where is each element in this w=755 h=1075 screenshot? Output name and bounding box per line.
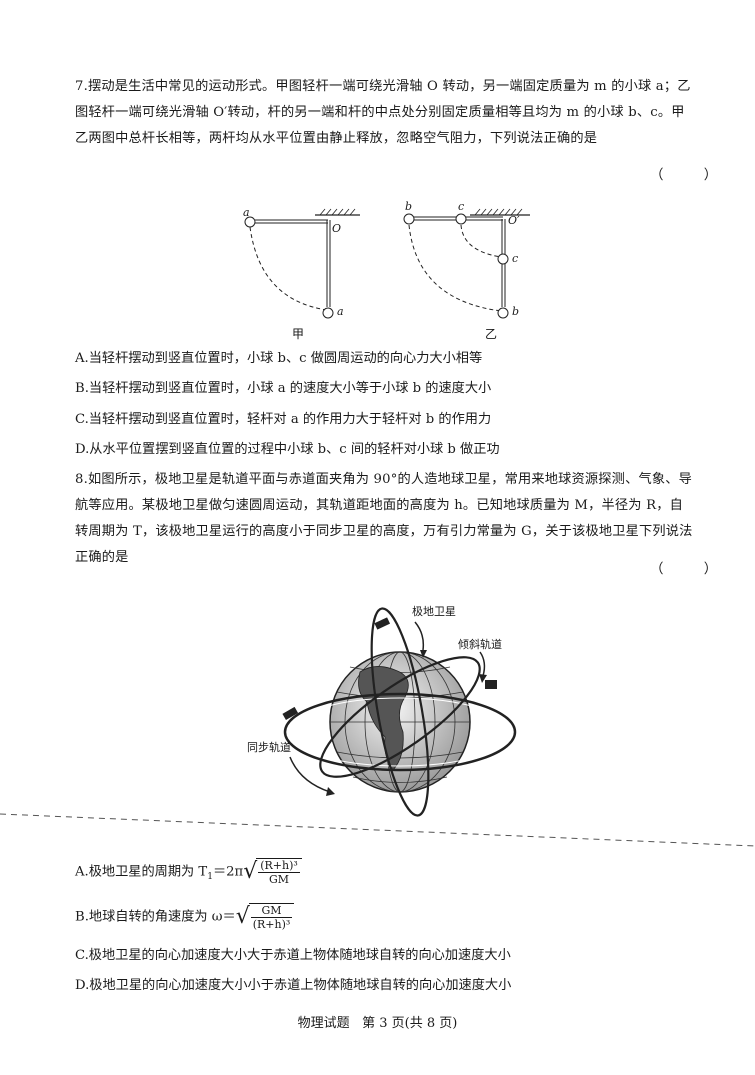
q7-option-b: B.当轻杆摆动到竖直位置时，小球 a 的速度大小等于小球 b 的速度大小: [75, 381, 492, 396]
q7-option-d: D.从水平位置摆到竖直位置的过程中小球 b、c 间的轻杆对小球 b 做正功: [75, 442, 500, 457]
q8-label-sync: 同步轨道: [247, 741, 291, 754]
q7-label-c-top: c: [458, 200, 465, 213]
q8-option-c: C.极地卫星的向心加速度大小大于赤道上物体随地球自转的向心加速度大小: [75, 948, 511, 963]
footer-page: 第 3 页(共 8 页): [362, 1016, 458, 1031]
q7-stem: 7.摆动是生活中常见的运动形式。甲图轻杆一端可绕光滑轴 O 转动，另一端固定质量…: [75, 79, 691, 146]
page-fold-line: [0, 813, 755, 847]
q7-label-b-bottom: b: [512, 305, 520, 318]
q8-option-b-den: (R+h)³: [252, 918, 291, 931]
q8-answer-paren: （ ）: [650, 561, 736, 577]
q8-label-polar: 极地卫星: [412, 605, 456, 618]
q7-answer-paren: （ ）: [650, 167, 736, 183]
q8-stem: 8.如图所示，极地卫星是轨道平面与赤道面夹角为 90°的人造地球卫星，常用来地球…: [75, 472, 693, 565]
q8-option-b-num: GM: [250, 904, 293, 918]
q8-label-inclined: 倾斜轨道: [458, 638, 502, 651]
q7-label-c-mid: c: [512, 252, 519, 265]
q8-option-b: B.地球自转的角速度为 ω＝√GM(R+h)³: [75, 903, 715, 931]
q8-option-a-prefix: A.极地卫星的周期为 T: [75, 864, 208, 880]
q7-label-a-bottom: a: [337, 305, 344, 318]
q8-option-a-den: GM: [268, 873, 290, 886]
q7-caption-yi: 乙: [485, 327, 498, 341]
q8-option-a-sub: 1: [207, 872, 213, 883]
q7-option-c: C.当轻杆摆动到竖直位置时，轻杆对 a 的作用力大于轻杆对 b 的作用力: [75, 412, 492, 427]
q8-option-d: D.极地卫星的向心加速度大小小于赤道上物体随地球自转的向心加速度大小: [75, 978, 512, 993]
q8-globe-figure: [282, 607, 517, 817]
q7-figure-yi: [403, 208, 530, 319]
q7-label-O-prime: O′: [508, 214, 520, 227]
q7-label-b-top: b: [405, 200, 413, 213]
q7-figure-jia: [244, 208, 360, 319]
q7-option-a: A.当轻杆摆动到竖直位置时，小球 b、c 做圆周运动的向心力大小相等: [75, 351, 483, 366]
q7-label-a-top: a: [243, 206, 250, 219]
q7-label-O: O: [332, 222, 342, 235]
q7-caption-jia: 甲: [292, 327, 305, 341]
q8-option-a-num: (R+h)³: [258, 859, 300, 873]
q8-option-a-eq: ＝2π: [212, 864, 244, 880]
page-footer: 物理试题 第 3 页(共 8 页): [0, 1012, 755, 1031]
q8-option-b-prefix: B.地球自转的角速度为 ω＝: [75, 909, 236, 925]
footer-subject: 物理试题: [297, 1016, 350, 1031]
